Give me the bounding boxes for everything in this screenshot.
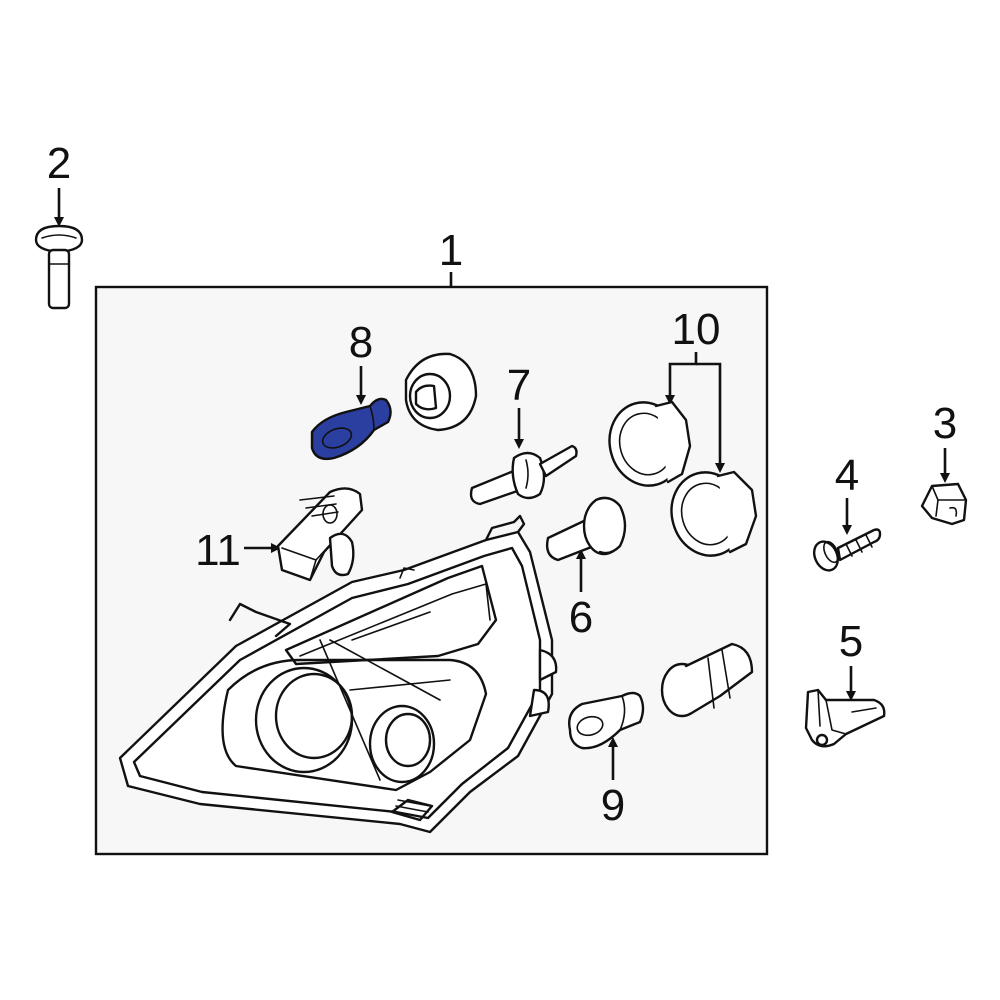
part-7-wedge-bulb[interactable] [469, 444, 578, 506]
part-8-bulb-highlighted[interactable] [310, 397, 392, 461]
callout-10[interactable]: 10 [672, 305, 721, 354]
callout-7[interactable]: 7 [507, 361, 531, 410]
callout-3[interactable]: 3 [933, 399, 957, 448]
callout-2[interactable]: 2 [47, 139, 71, 188]
callout-1[interactable]: 1 [439, 226, 463, 275]
part-10-cap-lower[interactable] [662, 464, 758, 564]
part-9-wedge-bulb[interactable] [568, 691, 645, 750]
callout-8[interactable]: 8 [349, 318, 373, 367]
callout-6[interactable]: 6 [569, 593, 593, 642]
part-5-bracket[interactable] [804, 688, 886, 748]
callout-11[interactable]: 11 [195, 526, 241, 575]
part-3-clip-nut[interactable] [920, 482, 968, 526]
part-11-socket-holder[interactable] [276, 487, 364, 582]
part-6-socket[interactable] [545, 496, 627, 562]
bulb-socket-large [660, 642, 754, 718]
headlamp-housing [118, 514, 558, 834]
part-10-cap-upper[interactable] [600, 394, 692, 494]
callout-5[interactable]: 5 [839, 617, 863, 666]
leader-10b [696, 362, 725, 473]
socket-cap [404, 352, 478, 432]
callout-4[interactable]: 4 [835, 451, 859, 500]
part-4-screw[interactable] [810, 528, 882, 575]
part-2-bolt[interactable] [34, 224, 84, 310]
leader-10 [665, 352, 698, 405]
callout-9[interactable]: 9 [601, 781, 625, 830]
